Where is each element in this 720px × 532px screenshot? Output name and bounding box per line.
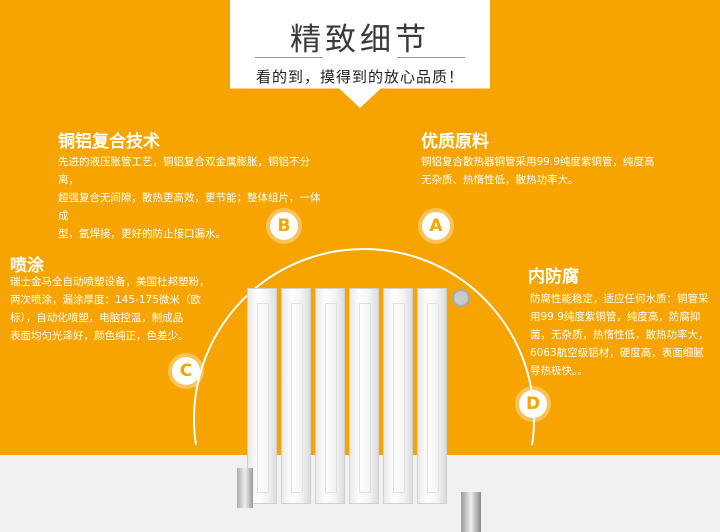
badge-d: D	[519, 390, 547, 418]
radiator-cap	[452, 289, 470, 307]
feature-b-body: 先进的液压胀管工艺，铜铝复合双金属膨胀，铜铝不分离， 超强复合无间隙，散热更高效…	[58, 153, 328, 243]
feature-c-body: 瑞士金马全自动喷塑设备，美国杜邦塑粉， 两次喷涂，漏涂厚度：145-175微米（…	[10, 273, 225, 345]
feature-b-line: 先进的液压胀管工艺，铜铝复合双金属膨胀，铜铝不分离，	[58, 156, 310, 186]
title-divider-left	[255, 57, 323, 58]
page-subtitle: 看的到，摸得到的放心品质！	[255, 68, 464, 86]
feature-d-line: 菌，无杂质，热惰性低，散热功率大，	[530, 329, 709, 341]
feature-a-title: 优质原料	[421, 132, 489, 152]
feature-d-body: 防腐性能稳定，适应任何水质：铜管采 用99.9纯度紫铜管，纯度高，防腐抑 菌，无…	[530, 290, 716, 380]
radiator-valve-left	[237, 468, 253, 508]
badge-c: C	[172, 357, 200, 385]
feature-d-line: 防腐性能稳定，适应任何水质：铜管采	[530, 293, 709, 305]
feature-c-line: 两次喷涂，漏涂厚度：145-175微米（欧	[10, 294, 201, 306]
feature-a-line: 无杂质、热惰性低，散热功率大。	[421, 174, 579, 186]
feature-b-title: 铜铝复合技术	[58, 132, 160, 152]
feature-d-title: 内防腐	[528, 267, 579, 287]
radiator-valve-right	[461, 492, 481, 532]
radiator-fin	[383, 288, 413, 504]
feature-d-line: 用99.9纯度紫铜管，纯度高，防腐抑	[530, 311, 701, 323]
radiator-fin	[349, 288, 379, 504]
feature-b-line: 型，氩焊接，更好的防止接口漏水。	[58, 228, 226, 240]
feature-a-body: 铜铝复合散热器铜管采用99.9纯度紫铜管，纯度高 无杂质、热惰性低，散热功率大。	[421, 153, 691, 189]
feature-b-line: 超强复合无间隙，散热更高效，更节能；整体组片，一体成	[58, 192, 321, 222]
radiator-fin	[281, 288, 311, 504]
radiator-image	[243, 288, 468, 508]
radiator-fin	[315, 288, 345, 504]
badge-a: A	[422, 212, 450, 240]
radiator-fin	[417, 288, 447, 504]
title-divider-right	[397, 57, 465, 58]
feature-d-line: 导热极快。。	[530, 365, 588, 377]
feature-c-line: 表面均匀光泽好，颜色纯正，色差少。	[10, 330, 189, 342]
feature-c-title: 喷涂	[10, 256, 44, 276]
feature-c-line: 瑞士金马全自动喷塑设备，美国杜邦塑粉，	[10, 276, 210, 288]
page-title: 精致细节	[290, 22, 430, 58]
feature-d-line: 6063航空级铝材，硬度高，表面细腻	[530, 347, 704, 359]
feature-c-line: 标），自动化喷塑，电脑控温，制成品	[10, 312, 184, 324]
badge-b: B	[270, 212, 298, 240]
feature-a-line: 铜铝复合散热器铜管采用99.9纯度紫铜管，纯度高	[421, 156, 655, 168]
